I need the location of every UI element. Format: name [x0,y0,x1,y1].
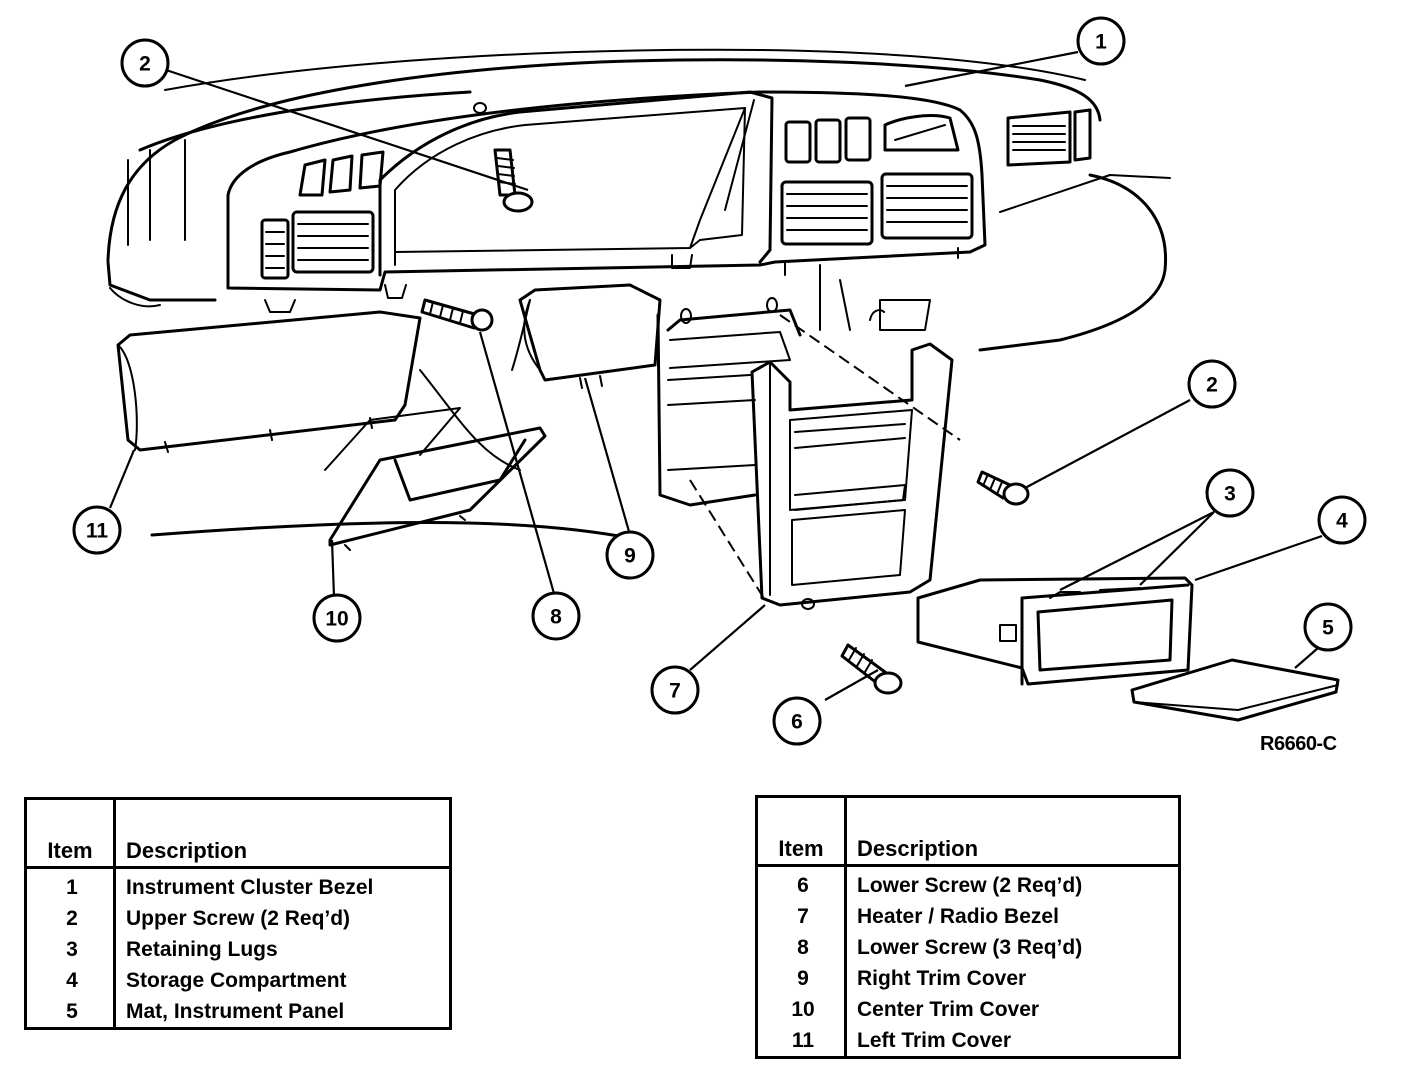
instrument-panel-mat [1130,658,1340,722]
upper-screw-right [976,470,1030,506]
storage-compartment [916,576,1194,686]
legend-table-right: Item Description 6 Lower Screw (2 Req’d)… [755,795,1181,1059]
legend-row: 9 Right Trim Cover [756,963,1180,994]
svg-text:2: 2 [139,53,151,76]
legend-row: 2 Upper Screw (2 Req’d) [25,903,451,934]
legend-item-number: 6 [756,865,847,901]
legend-row: 8 Lower Screw (3 Req’d) [756,932,1180,963]
callout-6: 6 [772,696,822,746]
legend-row: 1 Instrument Cluster Bezel [25,867,451,903]
legend-item-description: Storage Compartment [126,968,347,992]
callout-9: 9 [605,530,655,580]
svg-text:6: 6 [791,711,803,734]
legend-row: 4 Storage Compartment [25,965,451,996]
lower-screw-8 [420,298,494,332]
legend-item-number: 10 [756,994,847,1025]
legend-item-number: 11 [756,1025,847,1058]
left-trim-cover [116,310,422,453]
svg-text:4: 4 [1336,510,1348,533]
callout-7: 7 [650,665,700,715]
svg-text:1: 1 [1095,31,1107,54]
legend-item-description: Right Trim Cover [857,966,1027,990]
legend-row: 5 Mat, Instrument Panel [25,996,451,1029]
legend-item-description: Upper Screw (2 Req’d) [126,906,351,930]
callout-1: 1 [1076,16,1126,66]
legend-item-description: Center Trim Cover [857,997,1040,1021]
legend-item-number: 7 [756,901,847,932]
leader-lines [108,50,1323,701]
svg-text:11: 11 [86,520,109,543]
svg-text:5: 5 [1322,617,1334,640]
callout-2-top: 2 [120,38,170,88]
legend-header-item: Item [756,796,847,867]
legend-header-description: Description [114,798,451,869]
legend-item-description: Left Trim Cover [857,1028,1012,1052]
figure-code: R6660-C [1260,733,1337,755]
legend-row: 11 Left Trim Cover [756,1025,1180,1058]
callout-5: 5 [1303,602,1353,652]
legend-item-description: Lower Screw (2 Req’d) [857,873,1083,897]
legend-item-number: 9 [756,963,847,994]
legend-item-description: Instrument Cluster Bezel [126,875,374,899]
callout-4: 4 [1317,495,1367,545]
svg-text:3: 3 [1224,483,1236,506]
center-trim-cover [324,407,547,551]
callout-2-right: 2 [1187,359,1237,409]
legend-header-description: Description [845,796,1180,867]
lower-screw-6 [840,643,903,695]
legend-item-number: 1 [25,867,116,903]
legend-row: 7 Heater / Radio Bezel [756,901,1180,932]
callout-8: 8 [531,591,581,641]
svg-text:7: 7 [669,680,681,703]
exploded-view-diagram: 1 2 2 3 4 5 6 7 8 9 10 11 [72,16,1367,746]
legend-item-number: 4 [25,965,116,996]
legend-row: 6 Lower Screw (2 Req’d) [756,865,1180,901]
svg-text:8: 8 [550,606,562,629]
instrument-cluster-bezel [226,90,1092,313]
legend-item-number: 8 [756,932,847,963]
legend-item-number: 2 [25,903,116,934]
svg-text:2: 2 [1206,374,1218,397]
legend-item-description: Heater / Radio Bezel [857,904,1059,928]
legend-item-description: Lower Screw (3 Req’d) [857,935,1083,959]
legend-row: 3 Retaining Lugs [25,934,451,965]
legend-item-description: Retaining Lugs [126,937,278,961]
legend-item-description: Mat, Instrument Panel [126,999,345,1023]
heater-radio-bezel [750,342,954,610]
instrument-panel-outline [106,48,1171,542]
legend-table-left: Item Description 1 Instrument Cluster Be… [24,797,452,1030]
legend-item-number: 3 [25,934,116,965]
legend-item-number: 5 [25,996,116,1029]
callout-3: 3 [1205,468,1255,518]
callout-10: 10 [312,593,362,643]
legend-header-item: Item [25,798,116,869]
right-trim-cover [511,283,662,389]
console-opening [656,297,961,601]
legend-row: 10 Center Trim Cover [756,994,1180,1025]
svg-text:9: 9 [624,545,636,568]
callout-11: 11 [72,505,122,555]
svg-text:10: 10 [325,608,348,631]
